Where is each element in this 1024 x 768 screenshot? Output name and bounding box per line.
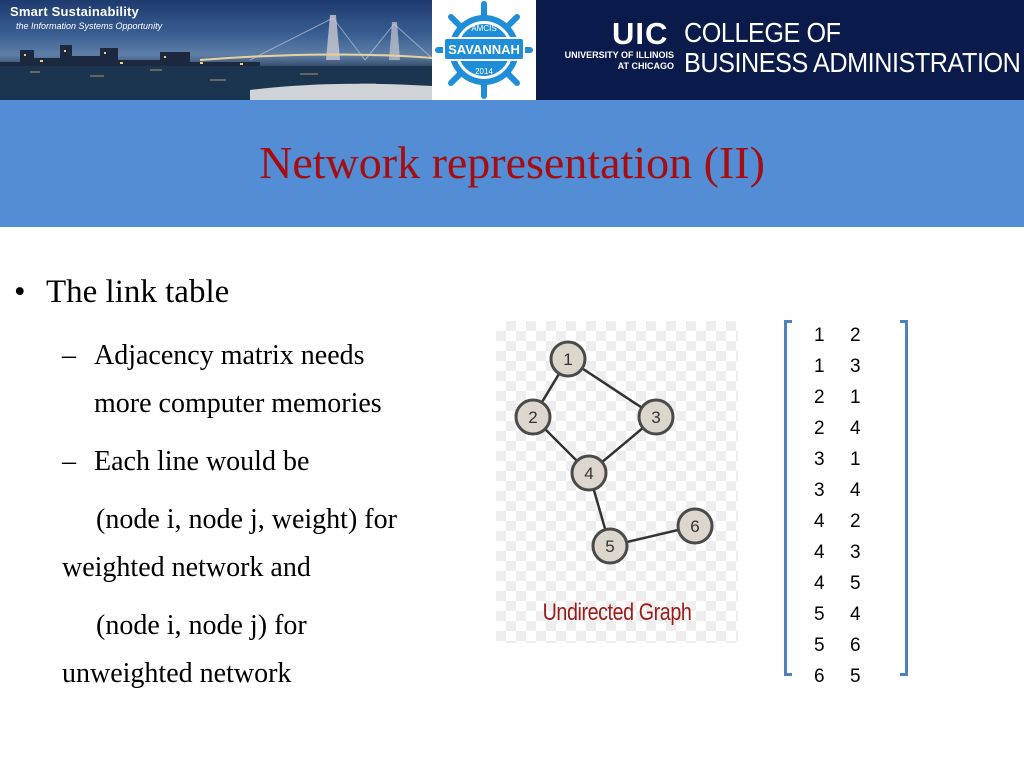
slide-title: Network representation (II) (259, 137, 765, 188)
paragraph-unweighted: (node i, node j) for unweighted network (62, 602, 307, 698)
conference-theme-subtitle: the Information Systems Opportunity (16, 21, 163, 31)
graph-caption: Undirected Graph (542, 599, 692, 626)
link-node-j: 5 (850, 666, 861, 687)
link-node-j: 1 (850, 449, 861, 470)
link-node-i: 1 (814, 356, 825, 377)
link-node-i: 5 (814, 635, 825, 656)
link-node-i: 5 (814, 604, 825, 625)
conference-theme-title: Smart Sustainability (10, 4, 139, 19)
para2-line1: (node i, node j) for (96, 610, 307, 641)
bullet-text: The link table (46, 274, 230, 310)
graph-node-label-5: 5 (605, 537, 614, 556)
savannah-skyline-photo: Smart Sustainability the Information Sys… (0, 0, 432, 100)
link-node-i: 2 (814, 418, 825, 439)
graph-node-label-4: 4 (584, 464, 593, 483)
link-node-j: 4 (850, 418, 861, 439)
seal-year-text: 2014 (475, 67, 493, 76)
undirected-graph-figure: 1 2 3 4 5 6 Undirected Graph (496, 321, 738, 643)
graph-diagram: 1 2 3 4 5 6 (514, 340, 714, 565)
banner-photo-text: Smart Sustainability the Information Sys… (10, 4, 162, 31)
link-node-j: 3 (850, 542, 861, 563)
link-node-j: 1 (850, 387, 861, 408)
uic-college-logo: UIC UNIVERSITY OF ILLINOIS AT CHICAGO CO… (536, 0, 1024, 100)
link-node-i: 3 (814, 449, 825, 470)
graph-node-3 (637, 398, 675, 436)
graph-node-label-6: 6 (690, 517, 699, 536)
bullet-marker: • (14, 274, 26, 310)
graph-node-5 (591, 527, 629, 565)
link-node-j: 6 (850, 635, 861, 656)
dash-marker: – (62, 446, 76, 477)
paragraph-weighted: (node i, node j, weight) for weighted ne… (62, 496, 397, 592)
link-node-j: 5 (850, 573, 861, 594)
header-banner: Smart Sustainability the Information Sys… (0, 0, 1024, 100)
right-bracket (900, 320, 908, 676)
link-node-i: 4 (814, 573, 825, 594)
college-name-line2: BUSINESS ADMINISTRATION (684, 47, 1021, 78)
link-node-i: 1 (814, 325, 825, 346)
amcis-savannah-seal: AMCIS SAVANNAH 2014 (432, 0, 536, 100)
graph-node-4 (570, 454, 608, 492)
link-node-i: 2 (814, 387, 825, 408)
dash-marker: – (62, 340, 76, 371)
uic-univ-line1: UNIVERSITY OF ILLINOIS (564, 50, 674, 60)
title-bar: Network representation (II) (0, 100, 1024, 227)
graph-node-label-1: 1 (563, 350, 572, 369)
graph-node-6 (676, 507, 714, 545)
link-node-i: 4 (814, 542, 825, 563)
link-node-i: 3 (814, 480, 825, 501)
sub-bullet-adjacency: –Adjacency matrix needs more computer me… (62, 332, 382, 428)
graph-node-1 (549, 340, 587, 378)
skyline-illustration (0, 15, 432, 100)
sub1-line2: more computer memories (94, 388, 382, 419)
link-node-i: 4 (814, 511, 825, 532)
link-node-j: 2 (850, 325, 861, 346)
college-name: COLLEGE OF BUSINESS ADMINISTRATION (684, 17, 1021, 78)
slide-body: • The link table –Adjacency matrix needs … (0, 260, 500, 720)
sub1-line1: Adjacency matrix needs (94, 340, 365, 371)
uic-univ-line2: AT CHICAGO (617, 61, 674, 71)
para1-line1: (node i, node j, weight) for (96, 504, 397, 535)
link-node-j: 4 (850, 480, 861, 501)
link-node-i: 6 (814, 666, 825, 687)
para2-line2: unweighted network (62, 658, 292, 689)
link-node-j: 2 (850, 511, 861, 532)
uic-wordmark: UIC (612, 16, 669, 51)
seal-name-text: SAVANNAH (448, 42, 520, 57)
sub-bullet-each-line: –Each line would be (62, 438, 309, 486)
graph-node-label-2: 2 (528, 408, 537, 427)
graph-node-2 (514, 398, 552, 436)
para1-line2: weighted network and (62, 552, 311, 583)
graph-node-label-3: 3 (651, 408, 660, 427)
seal-top-text: AMCIS (471, 24, 496, 33)
college-name-line1: COLLEGE OF (684, 17, 841, 48)
bullet-link-table: • The link table (14, 274, 229, 311)
link-node-j: 3 (850, 356, 861, 377)
link-node-j: 4 (850, 604, 861, 625)
sub2-text: Each line would be (94, 446, 310, 477)
uic-university-name: UNIVERSITY OF ILLINOIS AT CHICAGO (550, 50, 674, 72)
left-bracket (784, 320, 792, 676)
ship-wheel-logo: AMCIS SAVANNAH 2014 (435, 1, 533, 99)
